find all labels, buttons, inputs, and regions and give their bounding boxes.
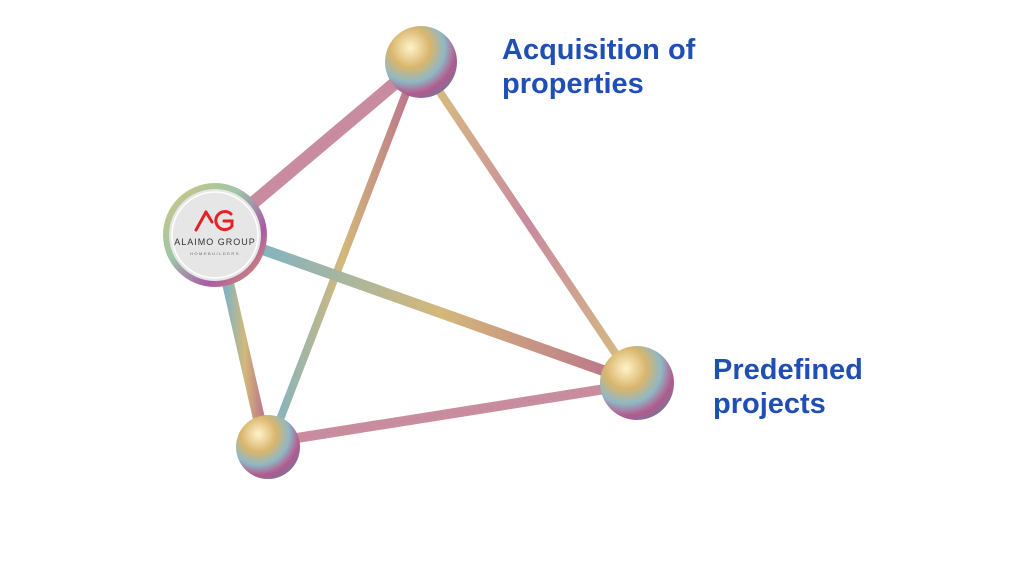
- edge-left-bottom: [219, 264, 271, 451]
- edge-top-bottom: [268, 66, 419, 444]
- edge-left-right: [244, 239, 636, 386]
- node-top: [385, 26, 457, 98]
- node-bottom: [236, 415, 300, 479]
- label-acquisition: Acquisition of properties: [502, 34, 696, 100]
- logo-tagline: HOMEBUILDERS: [189, 251, 240, 256]
- logo-mark: [194, 210, 234, 232]
- edge-bottom-right: [267, 380, 635, 447]
- label-predefined-projects: Predefined projects: [713, 354, 863, 420]
- edge-top-right: [421, 66, 636, 382]
- node-right: [600, 346, 674, 420]
- logo-name: ALAIMO GROUP: [174, 237, 256, 247]
